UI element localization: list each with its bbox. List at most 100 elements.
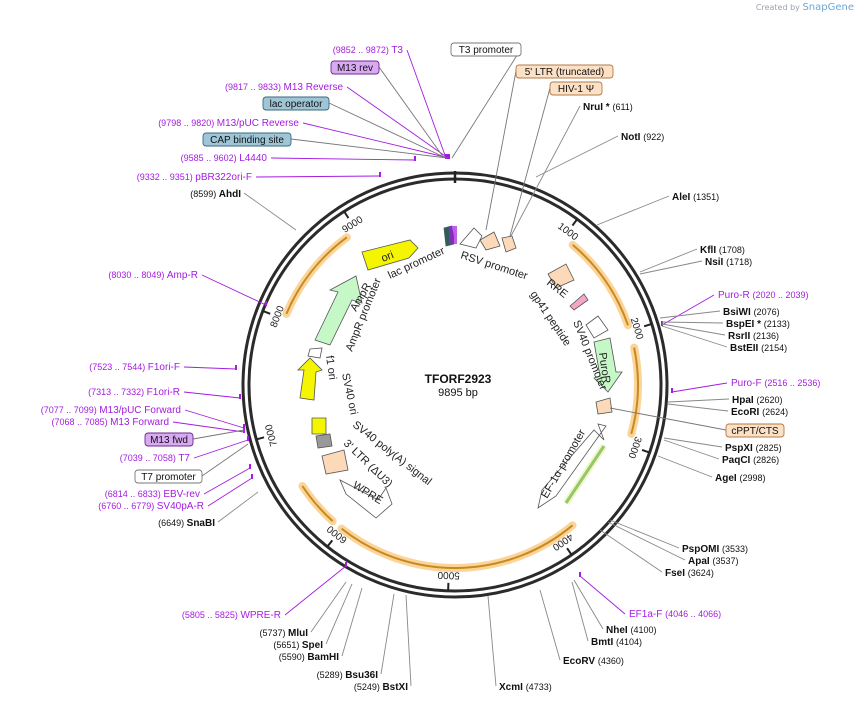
enzyme-label-paqci: PaqCI (2826) bbox=[722, 455, 779, 466]
primer-leader bbox=[183, 391, 241, 399]
enzyme-label-nhei: NheI (4100) bbox=[606, 625, 656, 636]
label-sv40-ori: SV40 ori bbox=[339, 372, 360, 416]
primer-position: (6814 .. 6833) bbox=[105, 489, 164, 499]
enzyme-leader bbox=[341, 587, 363, 657]
enzyme-label-nsii: NsiI (1718) bbox=[705, 257, 752, 268]
enzyme-name: BamHI bbox=[307, 652, 339, 663]
primer-label-m13-puc-forward: (7077 .. 7099) M13/pUC Forward bbox=[41, 405, 181, 416]
enzyme-leader bbox=[639, 248, 698, 273]
enzyme-position: (2620) bbox=[756, 395, 782, 405]
enzyme-position: (611) bbox=[612, 102, 632, 112]
ring-tick-label: 1000 bbox=[555, 221, 580, 243]
feature-ori bbox=[361, 239, 419, 271]
feature-sv40-promoter bbox=[585, 315, 609, 339]
primer-label-amp-r: (8030 .. 8049) Amp-R bbox=[108, 270, 198, 281]
enzyme-leader bbox=[639, 260, 703, 275]
enzyme-leader bbox=[535, 135, 619, 178]
enzyme-label-mlui: (5737) MluI bbox=[259, 628, 308, 639]
enzyme-leader bbox=[380, 593, 395, 675]
box-label-hiv-1: HIV-1 Ψ bbox=[558, 84, 594, 95]
enzyme-leader bbox=[310, 581, 347, 633]
feature-cppt bbox=[595, 397, 613, 415]
enzyme-name: EcoRI bbox=[731, 407, 762, 418]
enzyme-label-ecorv: EcoRV (4360) bbox=[563, 656, 624, 667]
box-cap-binding-site bbox=[202, 132, 292, 147]
enzyme-label-bmti: BmtI (4104) bbox=[591, 637, 642, 648]
enzyme-position: (5737) bbox=[259, 628, 288, 638]
primer-leader bbox=[270, 157, 416, 161]
enzyme-label-kfli: KflI (1708) bbox=[700, 245, 745, 256]
feature-puror bbox=[593, 337, 623, 393]
label-ori: ori bbox=[380, 249, 396, 265]
ring-tick-label: 7000 bbox=[264, 423, 281, 448]
enzyme-position: (1351) bbox=[693, 192, 719, 202]
orf-arc bbox=[572, 244, 629, 326]
feature-rsv-right bbox=[501, 235, 517, 253]
primer-label-t3: (9852 .. 9872) T3 bbox=[333, 45, 404, 56]
primer-leader bbox=[579, 575, 626, 615]
enzyme-leader bbox=[243, 192, 297, 231]
enzyme-name: SpeI bbox=[302, 640, 323, 651]
enzyme-name: AgeI bbox=[715, 473, 739, 484]
box-leader bbox=[192, 429, 245, 440]
enzyme-leader bbox=[667, 403, 729, 412]
enzyme-position: (2076) bbox=[754, 307, 780, 317]
box-t7-promoter bbox=[134, 469, 203, 484]
orf-arc bbox=[630, 347, 639, 435]
enzyme-position: (3533) bbox=[722, 544, 748, 554]
box-leader bbox=[609, 407, 727, 431]
primer-label-pbr322ori-f: (9332 .. 9351) pBR322ori-F bbox=[137, 172, 252, 183]
enzyme-position: (1718) bbox=[726, 257, 752, 267]
box-label-m13-rev: M13 rev bbox=[337, 63, 373, 74]
box-cppt-cts bbox=[725, 423, 785, 438]
primer-name: M13/pUC Forward bbox=[99, 405, 181, 416]
primer-position: (9585 .. 9602) bbox=[181, 153, 240, 163]
enzyme-leader bbox=[661, 321, 724, 324]
enzyme-position: (6649) bbox=[158, 518, 187, 528]
box-label-5-ltr-truncated: 5' LTR (truncated) bbox=[525, 67, 605, 78]
enzyme-label-spei: (5651) SpeI bbox=[273, 640, 323, 651]
ring-tick bbox=[326, 539, 334, 548]
enzyme-name: BstXI bbox=[382, 682, 408, 693]
primer-leader bbox=[346, 86, 449, 159]
enzyme-leader bbox=[325, 583, 353, 645]
enzyme-label-bspei: BspEI * (2133) bbox=[726, 319, 790, 330]
enzyme-name: AleI bbox=[672, 192, 693, 203]
primer-label-m13-forward: (7068 .. 7085) M13 Forward bbox=[52, 417, 169, 428]
enzyme-position: (3624) bbox=[688, 568, 714, 578]
primer-position: (7313 .. 7332) bbox=[88, 387, 147, 397]
orf-arc bbox=[340, 524, 574, 569]
enzyme-name: Bsu36I bbox=[345, 670, 378, 681]
enzyme-label-bsu36i: (5289) Bsu36I bbox=[317, 670, 379, 681]
enzyme-leader bbox=[607, 521, 686, 561]
enzyme-label-snabi: (6649) SnaBI bbox=[158, 518, 215, 529]
primer-leader bbox=[284, 565, 347, 616]
primer-leader bbox=[671, 382, 728, 393]
primer-name: T7 bbox=[178, 453, 190, 464]
enzyme-name: BspEI * bbox=[726, 319, 764, 330]
feature-3ltr bbox=[321, 449, 349, 475]
orf-arc bbox=[301, 485, 334, 522]
primer-label-f1ori-f: (7523 .. 7544) F1ori-F bbox=[89, 362, 180, 373]
primer-label-ef1a-f: EF1a-F (4046 .. 4066) bbox=[629, 609, 721, 620]
enzyme-name: MluI bbox=[288, 628, 308, 639]
enzyme-leader bbox=[663, 439, 720, 460]
orf-arc bbox=[285, 236, 348, 315]
enzyme-position: (2133) bbox=[764, 319, 790, 329]
enzyme-name: BstEII bbox=[730, 343, 761, 354]
enzyme-position: (922) bbox=[643, 132, 664, 142]
primer-name: Puro-F bbox=[731, 378, 764, 389]
feature-ef1a-promoter bbox=[537, 423, 607, 509]
enzyme-label-bamhi: (5590) BamHI bbox=[279, 652, 339, 663]
primer-position: (6760 .. 6779) bbox=[98, 501, 157, 511]
primer-name: EF1a-F bbox=[629, 609, 665, 620]
primer-position: (8030 .. 8049) bbox=[108, 270, 167, 280]
enzyme-label-bsteii: BstEII (2154) bbox=[730, 343, 787, 354]
primer-position: (7077 .. 7099) bbox=[41, 405, 100, 415]
feature-ampr bbox=[314, 275, 363, 346]
primer-name: L4440 bbox=[239, 153, 267, 164]
enzyme-name: BmtI bbox=[591, 637, 616, 648]
box-leader bbox=[485, 70, 517, 231]
enzyme-leader bbox=[661, 323, 726, 336]
